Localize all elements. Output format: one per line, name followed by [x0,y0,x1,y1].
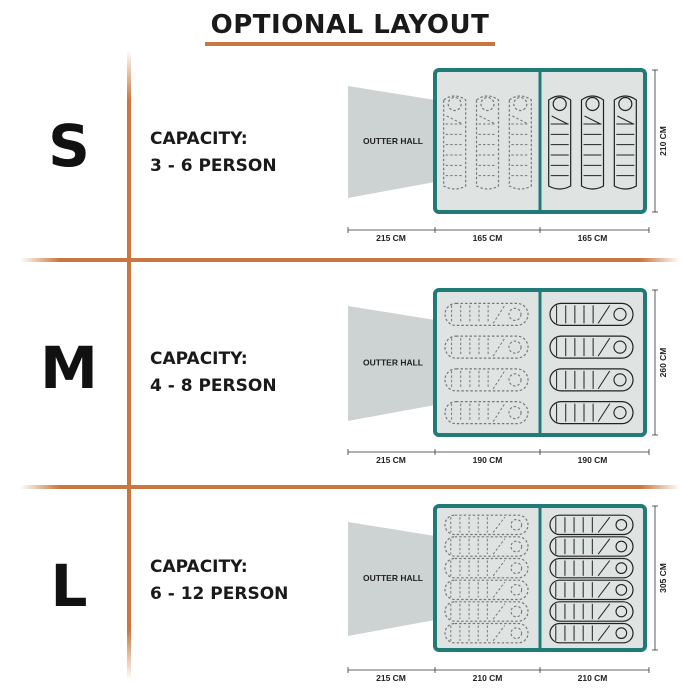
height-label: 305 CM [658,563,668,593]
room-1-width-label: 210 CM [473,673,503,683]
capacity-value: 3 - 6 PERSON [150,156,277,176]
sleeping-bag-icon [444,401,529,425]
sleeping-bag-icon [549,401,634,425]
sleeping-bag-icon [548,95,572,190]
vertical-divider [127,50,131,680]
capacity-label: CAPACITY: [150,557,248,577]
capacity-label: CAPACITY: [150,129,248,149]
size-letter-l: L [50,552,88,620]
sleeping-bag-icon [508,95,532,190]
hall-width-label: 215 CM [376,233,406,243]
sleeping-bag-icon [549,302,634,326]
sleeping-bag-icon [444,579,529,601]
room-2-width-label: 210 CM [578,673,608,683]
sleeping-bag-icon [443,95,467,190]
room-2-width-label: 165 CM [578,233,608,243]
sleeping-bag-icon [444,514,529,536]
room-1-width-label: 190 CM [473,455,503,465]
sleeping-bag-icon [444,601,529,622]
sleeping-bag-icon [549,335,634,359]
sleeping-bag-icon [549,514,634,536]
room-2-width-label: 190 CM [578,455,608,465]
capacity-label: CAPACITY: [150,349,248,369]
sleeping-bag-icon [444,622,529,644]
title-underline [205,42,495,46]
sleeping-bag-icon [444,557,529,579]
outter-hall-area [348,306,435,421]
capacity-l: CAPACITY: 6 - 12 PERSON [150,554,288,608]
tent-layout-s: OUTTER HALL 215 CM 165 CM 165 CM 210 CM [347,68,668,243]
height-label: 210 CM [658,126,668,156]
capacity-s: CAPACITY: 3 - 6 PERSON [150,126,277,180]
sleeping-bag-icon [444,335,529,359]
sleeping-bag-icon [549,579,634,601]
outter-hall-label: OUTTER HALL [363,573,423,583]
tent-layout-l: OUTTER HALL 215 CM 210 CM 210 CM 305 CM [347,504,668,683]
size-letter-s: S [48,112,90,180]
sleeping-bag-icon [549,536,634,557]
capacity-value: 4 - 8 PERSON [150,376,277,396]
outter-hall-label: OUTTER HALL [363,358,423,368]
tent-layout-m: OUTTER HALL 215 CM 190 CM 190 CM 260 CM [347,288,668,465]
row-divider-1 [20,258,680,262]
outter-hall-area [348,86,435,198]
size-letter-m: M [40,334,98,402]
outter-hall-area [348,522,435,636]
capacity-m: CAPACITY: 4 - 8 PERSON [150,346,277,400]
sleeping-bag-icon [549,368,634,392]
outter-hall-label: OUTTER HALL [363,136,423,146]
sleeping-bag-icon [444,302,529,326]
page-title: OPTIONAL LAYOUT [210,10,490,40]
room-1-width-label: 165 CM [473,233,503,243]
hall-width-label: 215 CM [376,673,406,683]
sleeping-bag-icon [475,95,500,190]
sleeping-bag-icon [444,368,529,392]
sleeping-bag-icon [613,95,637,190]
sleeping-bag-icon [444,536,529,557]
sleeping-bag-icon [580,95,605,190]
height-label: 260 CM [658,348,668,378]
row-divider-2 [20,485,680,489]
sleeping-bag-icon [549,622,634,644]
sleeping-bag-icon [549,601,634,622]
capacity-value: 6 - 12 PERSON [150,584,289,604]
sleeping-bag-icon [549,557,634,579]
hall-width-label: 215 CM [376,455,406,465]
